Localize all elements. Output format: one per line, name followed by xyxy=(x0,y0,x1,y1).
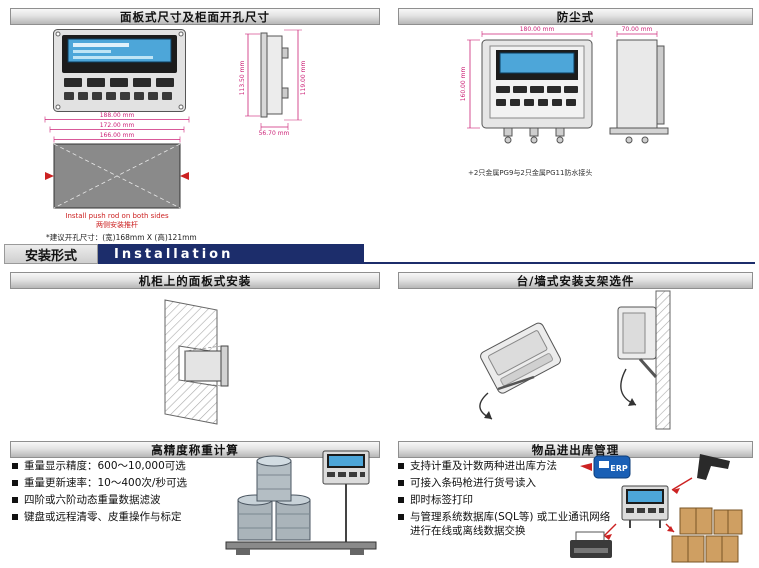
panel-function-keys xyxy=(64,78,174,87)
cable-glands xyxy=(503,127,565,144)
warehouse-bullet-list: 支持计重及计数两种进出库方法 可接入条码枪进行货号读入 即时标签打印 与管理系统… xyxy=(398,459,612,541)
dustproof-gland-note: +2只金属PG9与2只金属PG11防水接头 xyxy=(468,169,593,177)
inserted-device-bezel xyxy=(220,345,229,387)
precision-bullet-list: 重量显示精度：600～10,000可选 重量更新速率：10～400次/秒可选 四… xyxy=(12,459,244,527)
dustproof-drawing: 180.00 mm 160.00 mm 70.00 mm xyxy=(460,26,669,144)
installation-label-en: Installation xyxy=(98,244,364,264)
list-item: 重量更新速率：10～400次/秒可选 xyxy=(12,476,244,490)
barcode-scanner-icon xyxy=(697,454,730,480)
panel-side-drawing: 113.50 mm 119.00 mm 56.70 mm xyxy=(239,29,307,137)
bracket-options-drawing xyxy=(479,290,671,430)
wall-bracket-arm xyxy=(638,358,658,378)
push-rod-note-cn: 两侧安装推杆 xyxy=(96,221,138,229)
panel-front-drawing xyxy=(53,29,186,112)
dustproof-side-body xyxy=(616,39,658,129)
swivel-arrow xyxy=(620,368,637,406)
dustproof-mount-foot xyxy=(609,127,669,135)
dustproof-keys xyxy=(496,86,578,106)
installation-label-cn: 安装形式 xyxy=(4,244,98,264)
list-item: 可接入条码枪进行货号读入 xyxy=(398,476,612,490)
cutout-dim-outer: 188.00 mm xyxy=(100,112,135,119)
cutout-suggestion-note: *建议开孔尺寸：(宽)168mm X (高)121mm xyxy=(46,233,197,242)
bullet-square-icon xyxy=(398,497,404,503)
scale-platform xyxy=(225,541,377,550)
mount-wall xyxy=(655,290,671,430)
header-warehouse-label: 物品进出库管理 xyxy=(531,442,620,457)
platform-foot xyxy=(350,549,364,555)
push-rod-note-en: Install push rod on both sides xyxy=(65,212,169,220)
list-item: 四阶或六阶动态重量数据滤波 xyxy=(12,493,244,507)
list-item: 键盘或远程清零、皮重操作与标定 xyxy=(12,510,244,524)
header-cabinet-mount: 机柜上的面板式安装 xyxy=(10,272,380,289)
arrow-scanner-to-indicator xyxy=(672,488,680,494)
tilted-indicator xyxy=(480,322,561,394)
panel-numeric-keys xyxy=(64,92,172,100)
dustproof-screen xyxy=(499,52,575,74)
arrow-to-erp xyxy=(580,463,592,471)
erp-label: ERP xyxy=(610,464,628,473)
header-bracket-options-label: 台/墙式安装支架选件 xyxy=(516,273,635,288)
list-item: 即时标签打印 xyxy=(398,493,612,507)
bullet-square-icon xyxy=(12,497,18,503)
bullet-square-icon xyxy=(398,463,404,469)
inserted-device-body xyxy=(184,350,222,382)
dustproof-dim-height: 160.00 mm xyxy=(460,67,467,102)
bullet-square-icon xyxy=(12,514,18,520)
header-warehouse: 物品进出库管理 xyxy=(398,441,753,458)
side-dim-right: 119.00 mm xyxy=(300,61,307,96)
header-panel-dimensions-label: 面板式尺寸及柜面开孔尺寸 xyxy=(120,9,270,24)
bullet-square-icon xyxy=(398,514,404,520)
box-stack xyxy=(671,507,743,563)
bullet-square-icon xyxy=(12,480,18,486)
installation-banner: 安装形式 Installation xyxy=(4,244,755,264)
panel-corner-screws xyxy=(55,31,184,110)
list-item: 与管理系统数据库(SQL等) 或工业通讯网络进行在线或离线数据交换 xyxy=(398,510,612,538)
list-item: 重量显示精度：600～10,000可选 xyxy=(12,459,244,473)
dustproof-dim-depth: 70.00 mm xyxy=(622,26,653,33)
push-rod-arrow-left xyxy=(45,172,54,180)
monitor-glyph xyxy=(599,461,609,468)
dustproof-wall-plate xyxy=(656,45,665,125)
desk-bracket-arm xyxy=(497,375,535,391)
arrow-indicator-to-printer xyxy=(604,534,612,540)
side-bezel xyxy=(260,32,268,118)
cutout-dim-inner: 166.00 mm xyxy=(100,132,135,139)
header-panel-dimensions: 面板式尺寸及柜面开孔尺寸 xyxy=(10,8,380,25)
list-item: 支持计重及计数两种进出库方法 xyxy=(398,459,612,473)
push-rod-arrow-right xyxy=(180,172,189,180)
header-dustproof: 防尘式 xyxy=(398,8,753,25)
indicator-screen xyxy=(628,491,662,502)
drum xyxy=(275,494,311,541)
bullet-square-icon xyxy=(12,463,18,469)
cutout-dim-mid: 172.00 mm xyxy=(100,122,135,129)
side-dim-depth: 56.70 mm xyxy=(259,130,290,137)
side-body xyxy=(265,35,283,115)
arrow-indicator-to-boxes xyxy=(667,526,674,532)
indicator-screen xyxy=(329,456,363,466)
header-cabinet-mount-label: 机柜上的面板式安装 xyxy=(138,273,252,288)
bullet-square-icon xyxy=(398,480,404,486)
side-dim-left: 113.50 mm xyxy=(239,61,246,96)
platform-foot xyxy=(236,549,250,555)
push-rod-note: Install push rod on both sides 两侧安装推杆 xyxy=(42,212,192,230)
warehouse-illustration: ERP xyxy=(570,454,743,563)
drum xyxy=(237,494,273,541)
header-bracket-options: 台/墙式安装支架选件 xyxy=(398,272,753,289)
cabinet-mount-drawing xyxy=(164,299,229,425)
drum xyxy=(256,455,292,502)
header-precision-label: 高精度称重计算 xyxy=(151,442,239,457)
header-precision: 高精度称重计算 xyxy=(10,441,380,458)
dustproof-dim-width: 180.00 mm xyxy=(520,26,555,33)
cutout-drawing: 188.00 mm 172.00 mm 166.00 mm xyxy=(44,112,190,209)
header-dustproof-label: 防尘式 xyxy=(556,9,595,24)
weighing-illustration xyxy=(225,450,377,555)
